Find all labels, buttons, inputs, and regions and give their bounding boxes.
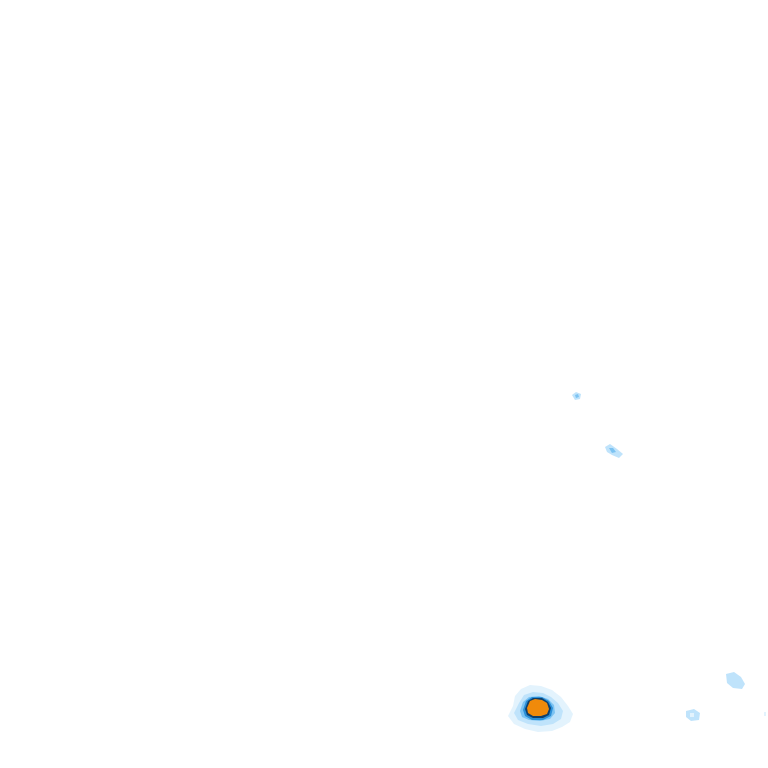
speck-north-inner — [575, 394, 579, 398]
main-echo — [508, 685, 573, 732]
patch-southeast-hole — [690, 713, 694, 717]
main-echo-core — [527, 699, 549, 716]
small-patch-southeast — [686, 709, 700, 721]
small-speck-mid — [605, 444, 623, 458]
patch-east-shape — [726, 672, 745, 689]
speck-mid-inner — [609, 448, 616, 453]
edge-speck — [764, 712, 766, 716]
small-patch-east — [726, 672, 745, 689]
small-speck-north — [572, 392, 581, 400]
